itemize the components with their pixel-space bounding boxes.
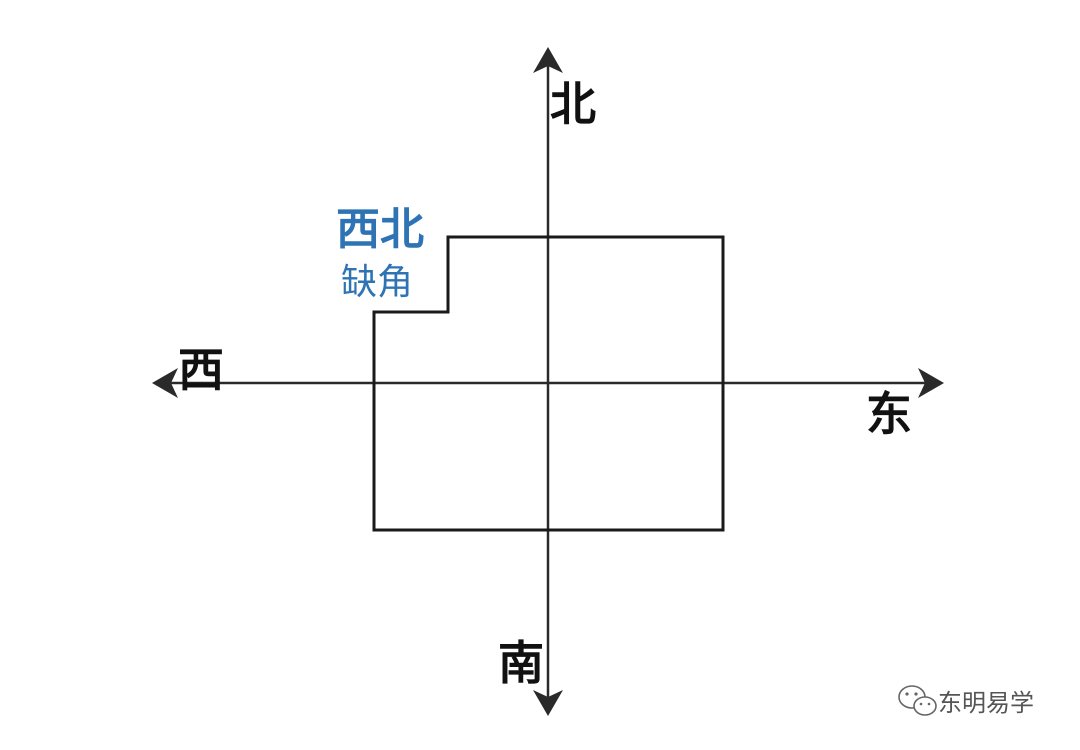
west-label: 西: [178, 343, 224, 397]
north-label: 北: [550, 77, 596, 131]
south-label: 南: [498, 636, 544, 690]
missing-corner-direction: 西北: [336, 204, 424, 255]
floor-plan-outline: [372, 235, 725, 532]
east-label: 东: [866, 387, 912, 441]
north-arrowhead: [533, 47, 563, 73]
wechat-icon: [898, 685, 937, 716]
south-arrowhead: [533, 690, 563, 716]
west-arrowhead: [152, 368, 178, 398]
east-arrowhead: [918, 368, 944, 398]
watermark-text: 东明易学: [938, 689, 1034, 717]
missing-corner-label: 缺角: [341, 262, 413, 303]
